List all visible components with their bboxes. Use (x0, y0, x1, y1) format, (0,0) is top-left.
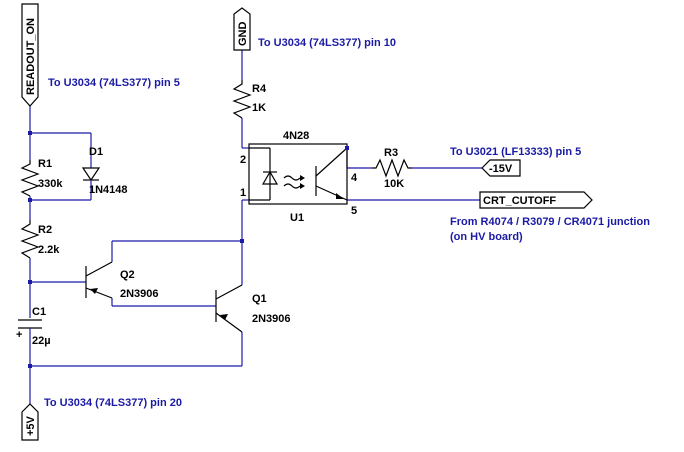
note-gnd: To U3034 (74LS377) pin 10 (258, 37, 396, 49)
u1-pin-label: 1 (240, 187, 246, 199)
transistor-q1-symbol (215, 284, 243, 333)
diode-d1-symbol (81, 160, 101, 188)
c1-polarity: + (16, 329, 22, 341)
transistor-q2-symbol (85, 261, 113, 299)
r3-value: 10K (384, 178, 404, 190)
note-crt-cutoff-line1: From R4074 / R3079 / CR4071 junction (450, 216, 650, 228)
net-label-plus5v: +5V (25, 415, 37, 436)
resistor-r3-symbol (372, 158, 412, 178)
r3-ref: R3 (384, 147, 398, 159)
d1-value: 1N4148 (89, 184, 128, 196)
net-flag-gnd: GND (233, 7, 251, 51)
r1-value: 330k (38, 178, 63, 190)
net-label-gnd: GND (237, 22, 249, 47)
junction-dot (240, 239, 244, 243)
net-label-crt-cutoff: CRT_CUTOFF (483, 195, 556, 207)
net-flag-crt-cutoff: CRT_CUTOFF (479, 191, 593, 209)
d1-ref: D1 (89, 146, 103, 158)
junction-dot (28, 280, 32, 284)
note-minus15v: To U3021 (LF13333) pin 5 (450, 146, 581, 158)
r1-ref: R1 (38, 158, 52, 170)
r4-value: 1K (252, 102, 266, 114)
r4-ref: R4 (252, 83, 267, 95)
note-crt-cutoff-line2: (on HV board) (450, 231, 523, 243)
resistor-r4-symbol (232, 80, 252, 119)
capacitor-c1-symbol (18, 319, 42, 332)
u1-ref: U1 (290, 212, 304, 224)
q2-ref: Q2 (120, 269, 135, 281)
u1-pin-label: 2 (240, 154, 246, 166)
net-label-readout-on: READOUT_ON (25, 18, 37, 95)
junction-dot (28, 198, 32, 202)
note-readout-on: To U3034 (74LS377) pin 5 (48, 77, 180, 89)
r2-ref: R2 (38, 224, 52, 236)
optocoupler-u1-symbol (248, 143, 349, 205)
u1-pin-label: 5 (351, 205, 357, 217)
c1-value: 22µ (32, 335, 51, 347)
junction-dot (28, 364, 32, 368)
q2-value: 2N3906 (120, 288, 159, 300)
net-flag-readout-on: READOUT_ON (21, 3, 39, 107)
resistor-r1-symbol (20, 160, 40, 197)
junction-dot (28, 131, 32, 135)
note-plus5v: To U3034 (74LS377) pin 20 (44, 397, 182, 409)
net-flag-minus15v: -15V (481, 159, 521, 177)
net-label-minus15v: -15V (489, 163, 513, 175)
q1-value: 2N3906 (252, 313, 291, 325)
r2-value: 2.2k (38, 244, 60, 256)
q1-ref: Q1 (252, 293, 267, 305)
net-flag-plus5v: +5V (21, 403, 39, 441)
junctions (28, 131, 244, 368)
resistor-r2-symbol (20, 220, 40, 259)
c1-ref: C1 (32, 306, 46, 318)
u1-value: 4N28 (283, 130, 309, 142)
u1-pin-label: 4 (351, 172, 358, 184)
